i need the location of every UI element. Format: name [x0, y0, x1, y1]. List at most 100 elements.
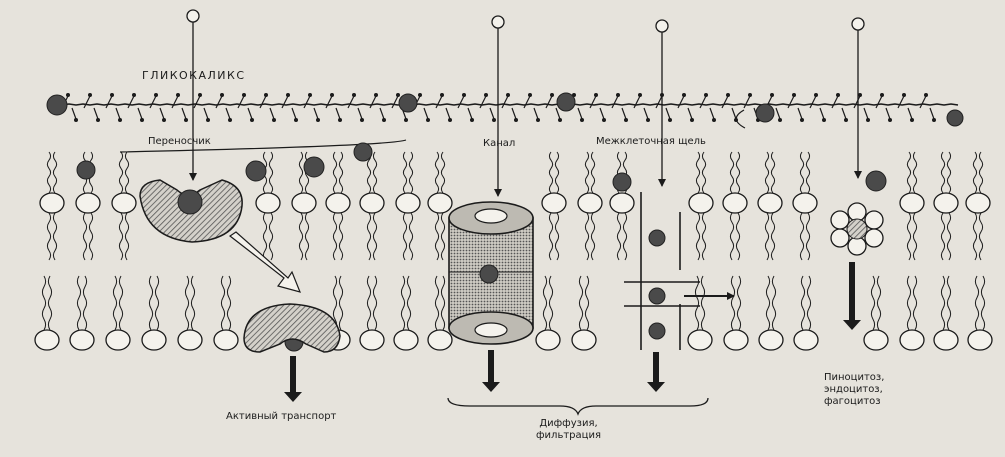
glycocalyx-node [330, 93, 334, 97]
particle [649, 288, 665, 304]
glycocalyx-node [668, 118, 672, 122]
glycocalyx-branch [160, 108, 164, 119]
glycocalyx-node [866, 118, 870, 122]
lipid-head [360, 193, 384, 213]
carrier-label: Переносчик [148, 136, 211, 148]
lipid-tail [947, 213, 950, 260]
lipid-tail [47, 152, 50, 193]
particle [613, 173, 631, 191]
lipid-head [35, 330, 59, 350]
lipid-tail [730, 213, 733, 260]
glycocalyx-node [316, 118, 320, 122]
lipid-tail [53, 152, 56, 193]
lipid-tail [801, 276, 804, 330]
glycocalyx-branch [600, 108, 604, 119]
glycocalyx-node [514, 118, 518, 122]
lipid-tail [125, 152, 128, 193]
glycocalyx-node [844, 118, 848, 122]
glycocalyx-node [888, 118, 892, 122]
lipid-tail [305, 213, 308, 260]
glycocalyx-node [74, 118, 78, 122]
lipid-tail [737, 276, 740, 330]
glycocalyx-node [250, 118, 254, 122]
glycocalyx-node [264, 93, 268, 97]
glycocalyx-node [154, 93, 158, 97]
lipid-tail [42, 276, 45, 330]
lipid-tail [975, 276, 978, 330]
lipid-tail [367, 213, 370, 260]
glycocalyx-node [800, 118, 804, 122]
glycocalyx-branch [358, 108, 362, 119]
glycocalyx-node [66, 93, 70, 97]
lipid-head [689, 193, 713, 213]
particle [947, 110, 963, 126]
glycocalyx-label: ГЛИКОКАЛИКС [142, 70, 246, 82]
glycocalyx-node [294, 118, 298, 122]
glycocalyx-branch [908, 108, 912, 119]
vesicle-lobe [865, 211, 883, 229]
glycocalyx-branch [512, 108, 516, 119]
glycocalyx-node [374, 93, 378, 97]
lipid-tail [765, 152, 768, 193]
particle [866, 171, 886, 191]
lipid-tail [149, 276, 152, 330]
lipid-tail [617, 213, 620, 260]
lipid-head [542, 193, 566, 213]
glycocalyx-node [118, 118, 122, 122]
lipid-tail [269, 152, 272, 193]
lipid-head [723, 193, 747, 213]
glycocalyx-node [448, 118, 452, 122]
glycocalyx-branch [468, 108, 472, 119]
glycocalyx-branch [116, 108, 120, 119]
lipid-tail [299, 152, 302, 193]
glycocalyx-node [910, 118, 914, 122]
glycocalyx-branch [556, 108, 560, 119]
glycocalyx-branch [622, 108, 626, 119]
glycocalyx-branch [446, 108, 450, 119]
lipid-tail [973, 213, 976, 260]
glycocalyx-node [184, 118, 188, 122]
glycocalyx-branch [700, 96, 706, 108]
lipid-tail [981, 276, 984, 330]
lipid-tail [409, 152, 412, 193]
glycocalyx-node [198, 93, 202, 97]
lipid-head [900, 193, 924, 213]
lipid-tail [401, 276, 404, 330]
glycocalyx-branch [204, 108, 208, 119]
lipid-tail [591, 213, 594, 260]
lipid-head [214, 330, 238, 350]
glycocalyx-node [836, 93, 840, 97]
lipid-tail [333, 152, 336, 193]
lipid-tail [947, 276, 950, 330]
glycocalyx-branch [436, 96, 442, 108]
glycocalyx-branch [424, 108, 428, 119]
glycocalyx-node [176, 93, 180, 97]
lipid-head [759, 330, 783, 350]
lipid-tail [696, 152, 699, 193]
lipid-tail [702, 213, 705, 260]
glycocalyx-branch [590, 96, 596, 108]
glycocalyx-node [792, 93, 796, 97]
lipid-tail [771, 213, 774, 260]
lipid-tail [47, 213, 50, 260]
arrow-source-circle [852, 18, 864, 30]
glycocalyx-branch [348, 96, 354, 108]
lipid-tail [367, 276, 370, 330]
glycocalyx-branch [876, 96, 882, 108]
lipid-tail [77, 276, 80, 330]
glycocalyx-node [308, 93, 312, 97]
lipid-tail [871, 276, 874, 330]
lipid-head [934, 330, 958, 350]
glycocalyx-branch [282, 96, 288, 108]
glycocalyx-node [286, 93, 290, 97]
glycocalyx-node [506, 93, 510, 97]
lipid-tail [299, 213, 302, 260]
lipid-head [142, 330, 166, 350]
glycocalyx-branch [182, 108, 186, 119]
glycocalyx-branch [930, 108, 934, 119]
glycocalyx-branch [336, 108, 340, 119]
lipid-tail [185, 276, 188, 330]
glycocalyx-branch [380, 108, 384, 119]
glycocalyx-branch [94, 108, 98, 119]
arrow-source-circle [656, 20, 668, 32]
